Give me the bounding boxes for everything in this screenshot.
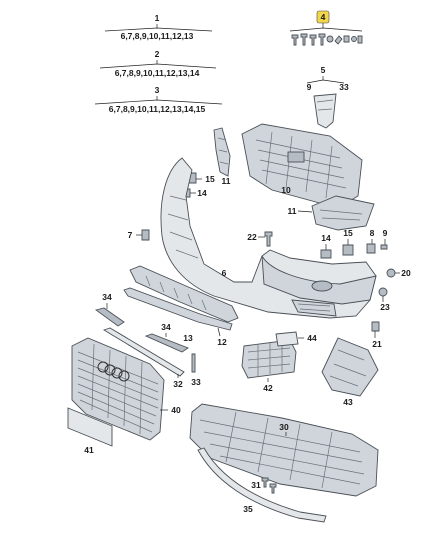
svg-text:11: 11 (222, 176, 231, 186)
reinforcement-13: 13 (129, 265, 239, 343)
screws-31: 31 (251, 477, 277, 494)
clip-9: 9 (380, 228, 388, 250)
deflector-35: 35 (197, 447, 327, 523)
group-3-items: 6,7,8,9,10,11,12,13,14,15 (109, 104, 206, 114)
bumper-cover-6: 6 (160, 157, 377, 319)
trim-34-center: 34 (144, 322, 189, 353)
fastener-set-4: 4 (289, 10, 363, 46)
svg-text:5: 5 (321, 65, 326, 75)
svg-text:21: 21 (372, 339, 382, 349)
part-5-bracket (313, 93, 337, 129)
svg-text:9: 9 (307, 82, 312, 92)
clip-15-right: 15 (342, 228, 354, 256)
svg-text:23: 23 (380, 302, 390, 312)
svg-text:7: 7 (128, 230, 133, 240)
radiator-grille-40: 40 (71, 337, 181, 441)
lock-carrier-10: 10 (241, 123, 363, 209)
bracket-11-right: 11 (288, 195, 375, 231)
clip-21: 21 (371, 321, 382, 349)
svg-text:10: 10 (281, 185, 291, 195)
svg-text:14: 14 (197, 188, 207, 198)
svg-text:34: 34 (102, 292, 112, 302)
clip-8: 8 (366, 228, 376, 254)
side-bracket-43: 43 (321, 337, 379, 407)
svg-text:34: 34 (161, 322, 171, 332)
audi-rings-icon (97, 361, 130, 382)
svg-text:31: 31 (251, 480, 261, 490)
svg-text:43: 43 (343, 397, 353, 407)
group-5: 5 9 33 (307, 65, 349, 129)
group-3: 3 6,7,8,9,10,11,12,13,14,15 (94, 85, 223, 114)
svg-text:14: 14 (321, 233, 331, 243)
group-3-number: 3 (155, 85, 160, 95)
sensor-23: 23 (378, 287, 390, 312)
group-1: 1 6,7,8,9,10,11,12,13 (104, 13, 213, 41)
svg-text:40: 40 (171, 405, 181, 415)
group-1-items: 6,7,8,9,10,11,12,13 (121, 31, 194, 41)
svg-text:35: 35 (243, 504, 253, 514)
svg-text:33: 33 (339, 82, 349, 92)
group-2-number: 2 (155, 49, 160, 59)
svg-text:41: 41 (84, 445, 94, 455)
svg-text:42: 42 (263, 383, 273, 393)
underbody-cover-30: 30 (189, 403, 379, 497)
chrome-strip-32: 32 (102, 327, 185, 389)
svg-text:4: 4 (321, 12, 326, 22)
sensor-20: 20 (386, 268, 411, 278)
svg-text:44: 44 (307, 333, 317, 343)
svg-text:11: 11 (288, 206, 297, 216)
group-2: 2 6,7,8,9,10,11,12,13,14 (99, 49, 217, 78)
svg-text:30: 30 (279, 422, 289, 432)
clip-7: 7 (128, 229, 150, 241)
group-1-number: 1 (155, 13, 160, 23)
fog-grille-42: 42 (241, 339, 297, 393)
svg-text:15: 15 (343, 228, 353, 238)
pin-33: 33 (191, 353, 201, 387)
clip-15-left: 15 (187, 172, 215, 184)
svg-text:8: 8 (370, 228, 375, 238)
svg-text:12: 12 (217, 337, 227, 347)
spoiler-12: 12 (123, 287, 233, 347)
clip-14-right: 14 (320, 233, 332, 259)
svg-text:22: 22 (247, 232, 257, 242)
trim-34-left: 34 (94, 292, 125, 327)
svg-text:6: 6 (222, 268, 227, 278)
svg-text:15: 15 (205, 174, 215, 184)
svg-text:33: 33 (191, 377, 201, 387)
group-2-items: 6,7,8,9,10,11,12,13,14 (115, 68, 200, 78)
cap-44: 44 (275, 331, 317, 347)
svg-text:9: 9 (383, 228, 388, 238)
bolt-22: 22 (247, 231, 273, 247)
screws-icon (291, 33, 363, 46)
plate-holder-41: 41 (67, 407, 113, 455)
bracket-11-upper: 11 (213, 127, 231, 186)
svg-text:20: 20 (401, 268, 411, 278)
svg-text:32: 32 (173, 379, 183, 389)
svg-text:13: 13 (183, 333, 193, 343)
